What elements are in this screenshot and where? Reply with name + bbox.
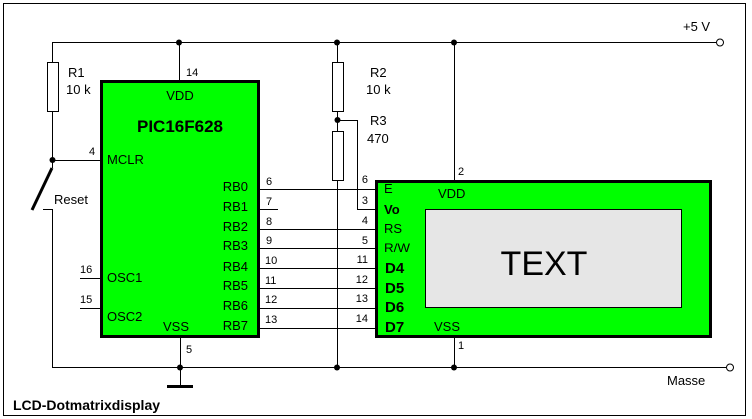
mcu-vdd-pin-number: 14 bbox=[186, 67, 198, 79]
mcu-pin-numbers: 6 7 8 9 10 11 12 13 bbox=[265, 176, 277, 326]
mcu-port-labels: RB0 RB1 RB2 RB3 RB4 RB5 RB6 RB7 bbox=[223, 179, 248, 333]
lcd-display-area bbox=[425, 209, 682, 308]
mcu-pin-number: 10 bbox=[265, 255, 277, 267]
mcu-vss-pin-number: 5 bbox=[186, 344, 192, 356]
r2-name: R2 bbox=[370, 65, 387, 80]
r2-r3-divider bbox=[332, 42, 376, 367]
lcd-pin-label: D6 bbox=[385, 299, 404, 316]
lcd-vss-label: VSS bbox=[434, 319, 460, 334]
lcd-pin-label: D5 bbox=[385, 280, 404, 297]
mcu-chip bbox=[100, 80, 260, 338]
lcd-pin-number: 6 bbox=[362, 174, 368, 186]
lcd-pin-label: R/W bbox=[384, 241, 411, 255]
bus-wires bbox=[259, 189, 376, 329]
reset-label: Reset bbox=[54, 192, 88, 207]
r1-name: R1 bbox=[68, 65, 85, 80]
lcd-pin-label: Vo bbox=[384, 202, 400, 217]
lcd-pin-numbers: 6 3 4 5 11 12 13 14 bbox=[356, 174, 368, 325]
osc2-pin-number: 15 bbox=[80, 294, 92, 306]
lcd-vdd-pin-number: 2 bbox=[458, 166, 464, 178]
junction-dot bbox=[334, 364, 340, 371]
r3-resistor bbox=[332, 131, 344, 181]
r3-value: 470 bbox=[367, 131, 389, 146]
lcd-pin-label: E bbox=[384, 181, 393, 196]
r3-name: R3 bbox=[370, 113, 387, 128]
lcd-pin-number: 12 bbox=[356, 274, 368, 286]
lcd-pin-number: 4 bbox=[362, 215, 368, 227]
mcu-port-label: RB0 bbox=[223, 179, 248, 194]
vcc-rail bbox=[52, 38, 724, 47]
lcd-pin-label: D4 bbox=[385, 260, 405, 277]
r1-value: 10 k bbox=[66, 82, 91, 97]
mcu-pin-number: 6 bbox=[266, 176, 272, 188]
mcu-pin-number: 12 bbox=[265, 294, 277, 306]
r1-resistor bbox=[47, 42, 59, 168]
lcd-vss-pin-number: 1 bbox=[458, 340, 464, 352]
lcd-pin-labels: E Vo RS R/W D4 D5 D6 D7 bbox=[384, 181, 411, 336]
r2-resistor bbox=[332, 62, 344, 112]
junction-dot bbox=[451, 364, 457, 371]
osc1-pin-number: 16 bbox=[80, 264, 92, 276]
mcu-pin-number: 8 bbox=[266, 216, 272, 228]
ground-rail bbox=[52, 363, 734, 372]
lcd-vdd-label: VDD bbox=[438, 186, 465, 201]
diagram-title: LCD-Dotmatrixdisplay bbox=[13, 397, 160, 413]
mcu-mclr-label: MCLR bbox=[107, 152, 144, 167]
mcu-pin-number: 11 bbox=[265, 275, 276, 287]
mcu-pin-number: 9 bbox=[266, 235, 272, 247]
vo-wire bbox=[337, 120, 376, 210]
lcd-pin-number: 5 bbox=[362, 235, 368, 247]
mcu-osc2-label: OSC2 bbox=[107, 309, 142, 324]
vcc-label: +5 V bbox=[683, 19, 710, 34]
lcd-display-text: TEXT bbox=[501, 245, 588, 283]
frame-border bbox=[3, 3, 746, 416]
mcu-port-label: RB5 bbox=[223, 278, 248, 293]
lcd-pin-number: 11 bbox=[357, 254, 368, 266]
mclr-pin-number: 4 bbox=[89, 146, 95, 158]
lcd-pin-number: 13 bbox=[356, 293, 368, 305]
ground-terminal bbox=[726, 363, 734, 372]
mcu-vdd-label: VDD bbox=[166, 88, 193, 103]
mcu-port-label: RB4 bbox=[223, 259, 248, 274]
lcd-pin-number: 14 bbox=[356, 313, 368, 325]
vcc-terminal bbox=[716, 38, 724, 47]
mcu-vss-label: VSS bbox=[163, 319, 189, 334]
mcu-port-label: RB6 bbox=[223, 298, 248, 313]
mcu-port-label: RB3 bbox=[223, 238, 248, 253]
mcu-pin-number: 13 bbox=[265, 314, 277, 326]
mcu-pin-number: 7 bbox=[266, 196, 272, 208]
reset-switch bbox=[30, 167, 54, 367]
mcu-name: PIC16F628 bbox=[137, 117, 223, 136]
lcd-pin-label: RS bbox=[384, 221, 402, 236]
mcu-port-label: RB1 bbox=[223, 199, 248, 214]
lcd-pin-number: 3 bbox=[362, 195, 368, 207]
r2-value: 10 k bbox=[366, 82, 391, 97]
mcu-port-label: RB2 bbox=[223, 219, 248, 234]
ground-label: Masse bbox=[667, 373, 705, 388]
mcu-port-label: RB7 bbox=[223, 318, 248, 333]
lcd-pin-label: D7 bbox=[385, 319, 404, 336]
mcu-osc1-label: OSC1 bbox=[107, 270, 142, 285]
